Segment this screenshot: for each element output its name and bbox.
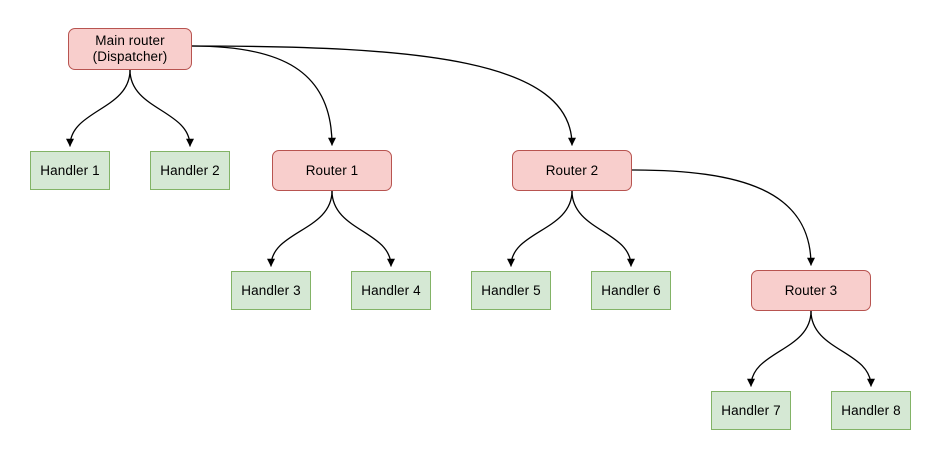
node-handler4[interactable]: Handler 4 xyxy=(351,271,431,310)
node-handler8[interactable]: Handler 8 xyxy=(831,391,911,430)
node-handler6[interactable]: Handler 6 xyxy=(591,271,671,310)
edge-router3-to-handler7 xyxy=(746,310,812,387)
node-router1[interactable]: Router 1 xyxy=(272,150,392,191)
node-label-main: Main router (Dispatcher) xyxy=(92,33,168,64)
node-label-handler4: Handler 4 xyxy=(361,282,421,298)
node-router2[interactable]: Router 2 xyxy=(512,150,632,191)
node-handler2[interactable]: Handler 2 xyxy=(150,151,230,190)
edge-main-to-router1 xyxy=(191,45,337,146)
node-handler5[interactable]: Handler 5 xyxy=(471,271,551,310)
node-label-router1: Router 1 xyxy=(305,162,359,178)
node-label-handler8: Handler 8 xyxy=(841,402,901,418)
edge-main-to-handler1 xyxy=(65,69,131,147)
node-handler3[interactable]: Handler 3 xyxy=(231,271,311,310)
node-label-handler7: Handler 7 xyxy=(721,402,781,418)
node-label-handler5: Handler 5 xyxy=(481,282,541,298)
node-router3[interactable]: Router 3 xyxy=(751,270,871,311)
node-label-handler3: Handler 3 xyxy=(241,282,301,298)
edge-router1-to-handler3 xyxy=(266,190,333,267)
node-main[interactable]: Main router (Dispatcher) xyxy=(68,28,192,70)
node-handler1[interactable]: Handler 1 xyxy=(30,151,110,190)
edge-router2-to-router3 xyxy=(631,169,816,266)
edge-router2-to-handler6 xyxy=(571,190,636,267)
edge-router1-to-handler4 xyxy=(331,190,396,267)
node-label-handler2: Handler 2 xyxy=(160,162,220,178)
node-label-handler1: Handler 1 xyxy=(40,162,100,178)
edge-main-to-router2 xyxy=(191,45,577,146)
edge-main-to-handler2 xyxy=(129,69,195,147)
edge-router2-to-handler5 xyxy=(506,190,573,267)
node-label-handler6: Handler 6 xyxy=(601,282,661,298)
node-handler7[interactable]: Handler 7 xyxy=(711,391,791,430)
node-label-router3: Router 3 xyxy=(784,282,838,298)
node-label-router2: Router 2 xyxy=(545,162,599,178)
edge-router3-to-handler8 xyxy=(810,310,876,387)
